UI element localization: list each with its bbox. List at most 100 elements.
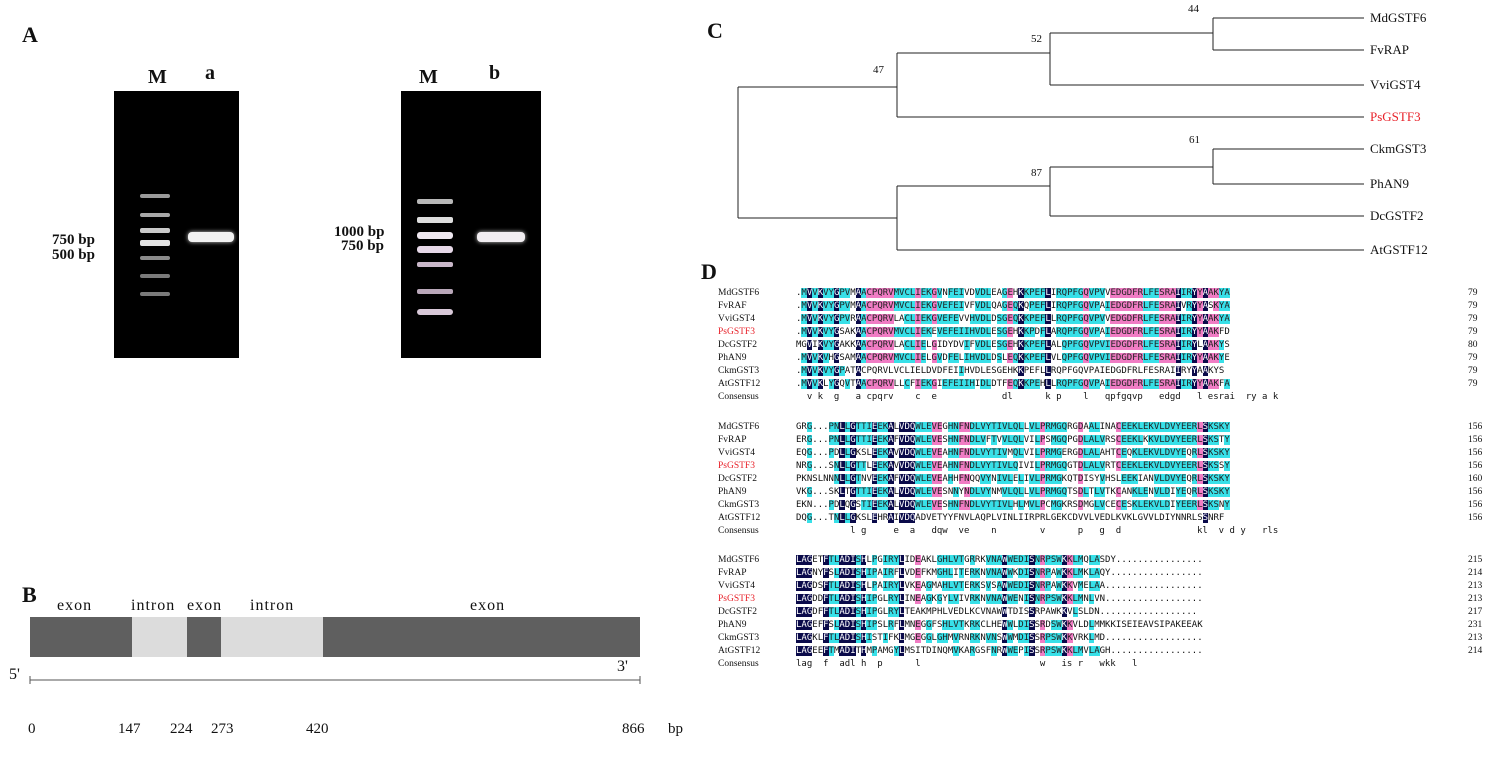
alignment-seq-name: MdGSTF6 (718, 422, 760, 432)
alignment-sequence: LAGDFFTLADISHIPGLRYLTEAKMPHLVEDLKCVNAWWT… (796, 607, 1198, 617)
alignment-sequence: GRG...PNLLGTTIEEKALVDQWLEVEGHNFNDLVYTIVL… (796, 422, 1230, 432)
alignment-sequence: VKG...SKLTGTTIEEKALVDQWLEVESNNYNDLVYNMVL… (796, 487, 1230, 497)
alignment-sequence: .MVVKVYGPVRAACPQRVLACLIEKGVEFEVVHVDLDSGE… (796, 314, 1230, 324)
alignment-position: 156 (1468, 422, 1483, 432)
alignment-position: 213 (1468, 633, 1483, 643)
consensus-sequence: lag f adl h p l w is r wkk l (796, 659, 1219, 669)
phylogenetic-tree (737, 17, 1364, 251)
alignment-sequence: LAGKLFTLADISHISTIFKLMGEGGLGHMVRNRKNVNSWW… (796, 633, 1203, 643)
ladder-band (417, 232, 453, 239)
ladder-band (417, 199, 453, 204)
segment-label-intron-1: intron (131, 597, 176, 614)
tick-866: 866 (622, 721, 645, 737)
alignment-sequence: LAGDDFTLADISHIPGLRYLINEAGKGYLVIVRKNVNAWW… (796, 594, 1203, 604)
tree-leaf: MdGSTF6 (1370, 10, 1427, 25)
alignment-seq-name: PsGSTF3 (718, 461, 755, 471)
sample-band-b (477, 232, 525, 242)
consensus-label: Consensus (718, 659, 759, 669)
tree-leaf: AtGSTF12 (1370, 242, 1428, 257)
alignment-position: 79 (1468, 379, 1478, 389)
alignment-seq-name: DcGSTF2 (718, 607, 758, 617)
segment-label-exon-2: exon (187, 597, 223, 614)
alignment-sequence: ERG...PNLLGTTIEEKAFVDQWLEVESHNFNDLVFTVVL… (796, 435, 1230, 445)
alignment-seq-name: PhAN9 (718, 487, 747, 497)
gel1-sample-label: a (205, 62, 215, 84)
alignment-sequence: .MVVKLYGQVTAACPQRVLLCFIEKGIEFEIIHIDLDTFE… (796, 379, 1230, 389)
ladder-band (140, 256, 170, 260)
gel2-band-750: 750 bp (341, 238, 384, 254)
alignment-sequence: .MVVKVYGPVMAACPQRVMVCLIEKGVEFEIVFVDLQAGE… (796, 301, 1230, 311)
tree-leaf-highlight: PsGSTF3 (1370, 109, 1421, 124)
alignment-position: 215 (1468, 555, 1483, 565)
tree-leaf: CkmGST3 (1370, 141, 1427, 156)
alignment-seq-name: MdGSTF6 (718, 555, 760, 565)
ladder-band (140, 274, 170, 278)
alignment-seq-name: PhAN9 (718, 353, 747, 363)
ladder-band (140, 240, 170, 246)
coordinate-axis (29, 676, 641, 684)
ladder-band (417, 289, 453, 294)
alignment-position: 213 (1468, 594, 1483, 604)
alignment-seq-name: AtGSTF12 (718, 379, 761, 389)
ladder-band (417, 262, 453, 267)
panel-c-label: C (707, 18, 723, 43)
alignment-position: 79 (1468, 301, 1478, 311)
alignment-position: 214 (1468, 568, 1483, 578)
ladder-band (140, 213, 170, 217)
consensus-sequence: v k g a cpqrv c e dl k p l qpfgqvp edgd … (796, 392, 1284, 402)
alignment-position: 214 (1468, 646, 1483, 656)
alignment-sequence: LAGDSFTLADISHLPAIRYLVKEAGMAHLVTERKSVSAWW… (796, 581, 1203, 591)
bootstrap-value: 47 (873, 64, 884, 76)
alignment-seq-name: VviGST4 (718, 581, 755, 591)
gel-image-1 (114, 91, 239, 358)
alignment-sequence: DQG...TNLLGKSLEHRAIVDQADVETYYFNVLAQPLVIN… (796, 513, 1225, 523)
alignment-seq-name: CkmGST3 (718, 633, 760, 643)
alignment-position: 213 (1468, 581, 1483, 591)
gel2-band-1000: 1000 bp (334, 224, 385, 240)
alignment-seq-name: CkmGST3 (718, 366, 760, 376)
alignment-position: 80 (1468, 340, 1478, 350)
segment-label-exon-1: exon (57, 597, 93, 614)
alignment-sequence: .MVVKVYGPVMAACPQRVMVCLIEKGVNFEIVDVDLEAGE… (796, 288, 1230, 298)
alignment-position: 156 (1468, 448, 1483, 458)
exon-segment (187, 617, 221, 657)
tree-leaf: DcGSTF2 (1370, 208, 1424, 223)
alignment-position: 79 (1468, 327, 1478, 337)
ladder-band (140, 292, 170, 296)
alignment-position: 156 (1468, 435, 1483, 445)
gel1-marker-label: M (148, 66, 167, 88)
gel2-sample-label: b (489, 62, 501, 84)
tree-leaf: FvRAP (1370, 42, 1410, 57)
alignment-seq-name: AtGSTF12 (718, 646, 761, 656)
alignment-seq-name: VviGST4 (718, 448, 755, 458)
alignment-sequence: PKNSLNNNLLGTNVEEKAFVDQWLEVEAHHFNQQVYNIVL… (796, 474, 1230, 484)
gel2-marker-label: M (419, 66, 438, 88)
alignment-position: 231 (1468, 620, 1483, 630)
tree-leaf: PhAN9 (1370, 176, 1410, 191)
alignment-seq-name: PsGSTF3 (718, 594, 755, 604)
alignment-position: 79 (1468, 353, 1478, 363)
alignment-position: 156 (1468, 500, 1483, 510)
ladder-band (140, 194, 170, 198)
consensus-label: Consensus (718, 392, 759, 402)
alignment-seq-name: AtGSTF12 (718, 513, 761, 523)
alignment-seq-name: MdGSTF6 (718, 288, 760, 298)
alignment-sequence: MGVIKVYGAKKAACPQRVLACLIELGIDYDVIFVDLESGE… (796, 340, 1230, 350)
panel-d-label: D (701, 259, 717, 284)
ladder-band (140, 228, 170, 233)
alignment-seq-name: CkmGST3 (718, 500, 760, 510)
ladder-band (417, 246, 453, 253)
tick-273: 273 (211, 721, 234, 737)
alignment-sequence: EQG...PDLLGKSLEEKAVVDQWLEVEAHNFNDLVYTIVM… (796, 448, 1230, 458)
alignment-sequence: .MVVKVYGPATACPQRVLVCLIELDVDFEIIHVDLESGEH… (796, 366, 1225, 376)
intron-segment (221, 617, 323, 657)
exon-segment (323, 617, 640, 657)
gel1-band-750: 750 bp (52, 232, 95, 248)
panel-b-label: B (22, 582, 37, 607)
alignment-seq-name: PhAN9 (718, 620, 747, 630)
alignment-sequence: EKN...PDLQGSTIEEKALVDQWLEVESHNFNDLVYTIVL… (796, 500, 1230, 510)
alignment-seq-name: FvRAF (718, 301, 747, 311)
alignment-sequence: LAGNYFSLADISHIPAIRFLVDEFKMGHLITERKNVNAWW… (796, 568, 1203, 578)
alignment-sequence: LAGEEFTMADITHMPAMGYLMSITDINQMVKARGSFNRWW… (796, 646, 1203, 656)
gel1-band-500: 500 bp (52, 247, 95, 263)
